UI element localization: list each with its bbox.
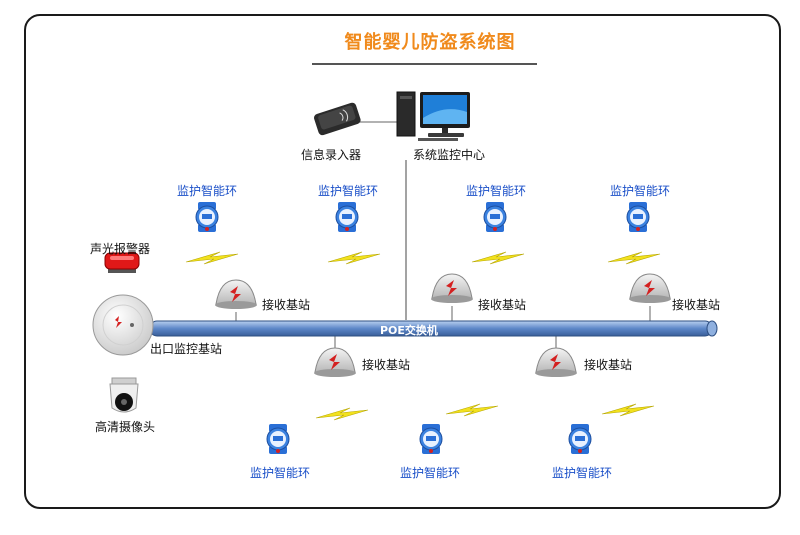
station-label: 接收基站 bbox=[262, 298, 311, 312]
exit-station-label: 出口监控基站 bbox=[150, 342, 223, 356]
monitor-center-label: 系统监控中心 bbox=[413, 148, 486, 162]
computer-icon bbox=[396, 91, 470, 141]
bracelet-icon bbox=[568, 423, 592, 455]
bracelet-label: 监护智能环 bbox=[400, 466, 461, 480]
bracelet-label: 监护智能环 bbox=[318, 184, 379, 198]
station-label: 接收基站 bbox=[362, 358, 411, 372]
bracelet-icon bbox=[335, 201, 359, 233]
poe-bus-end bbox=[706, 320, 718, 337]
camera-icon bbox=[109, 377, 139, 413]
bracelet-icon bbox=[626, 201, 650, 233]
info-entry-label: 信息录入器 bbox=[301, 148, 362, 162]
title-underline bbox=[312, 63, 537, 65]
receiving-station-icon bbox=[313, 347, 357, 378]
wireless-signal-icon bbox=[327, 251, 381, 265]
station-label: 接收基站 bbox=[584, 358, 633, 372]
bracelet-label: 监护智能环 bbox=[552, 466, 613, 480]
alarm-light-icon bbox=[104, 252, 140, 273]
station-label: 接收基站 bbox=[478, 298, 527, 312]
bracelet-label: 监护智能环 bbox=[610, 184, 671, 198]
exit-station-icon bbox=[92, 294, 154, 356]
info-entry-device-icon bbox=[314, 102, 361, 136]
bracelet-icon bbox=[483, 201, 507, 233]
receiving-station-icon bbox=[214, 279, 258, 310]
bracelet-icon bbox=[266, 423, 290, 455]
bracelet-icon bbox=[195, 201, 219, 233]
wireless-signal-icon bbox=[471, 251, 525, 265]
wireless-signal-icon bbox=[601, 403, 655, 417]
bracelet-label: 监护智能环 bbox=[466, 184, 527, 198]
receiving-station-icon bbox=[430, 273, 474, 304]
diagram-title: 智能婴儿防盗系统图 bbox=[344, 32, 516, 53]
receiving-station-icon bbox=[534, 347, 578, 378]
alarm-label: 声光报警器 bbox=[90, 242, 151, 256]
station-label: 接收基站 bbox=[672, 298, 721, 312]
wireless-signal-icon bbox=[607, 251, 661, 265]
bracelet-label: 监护智能环 bbox=[177, 184, 238, 198]
bracelet-label: 监护智能环 bbox=[250, 466, 311, 480]
bracelet-icon bbox=[419, 423, 443, 455]
camera-label: 高清摄像头 bbox=[95, 420, 156, 434]
wireless-signal-icon bbox=[445, 403, 499, 417]
receiving-station-icon bbox=[628, 273, 672, 304]
wireless-signal-icon bbox=[185, 251, 239, 265]
poe-switch-label: POE交换机 bbox=[380, 324, 438, 337]
wireless-signal-icon bbox=[315, 407, 369, 421]
